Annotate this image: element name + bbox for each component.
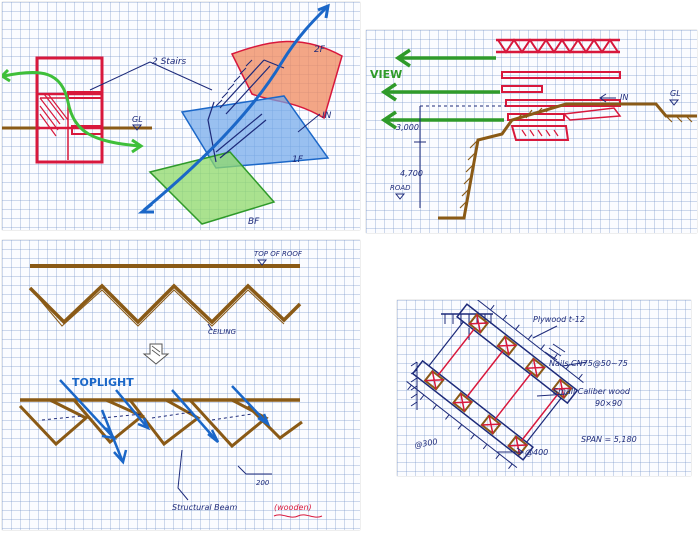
floor-levels-drawing: GL 2 Stairs 2F IN 1F BF: [2, 3, 343, 227]
dim-upper: 3,000: [396, 123, 419, 132]
flow-arrow-head-right: [131, 138, 144, 154]
structural-beams: [18, 398, 303, 449]
wood-blocks: [423, 313, 573, 456]
stair-hatch: [39, 93, 69, 137]
dim-lower: 4,700: [400, 169, 423, 178]
sketch-toplight: TOP OF ROOF CEILING TOPLIGHT: [2, 240, 360, 530]
toplight-label: TOPLIGHT: [72, 376, 134, 389]
nails-label: Nails CN75@50~75: [549, 359, 628, 368]
structural-detail-drawing: Plywood t-12 Nails CN75@50~75 Small Cali…: [406, 300, 637, 469]
dim-200: 200: [256, 479, 270, 487]
sketch-floor-levels: GL 2 Stairs 2F IN 1F BF: [2, 2, 360, 230]
wooden-label: (wooden): [274, 503, 312, 512]
gl-label: GL: [132, 115, 143, 124]
site-section-drawing: VIEW 3,000 4,700 IN GL ROAD: [370, 38, 697, 220]
in-label: IN: [620, 93, 628, 102]
stairs-label: 2 Stairs: [152, 57, 187, 67]
ceiling-zigzag: [28, 283, 302, 325]
stair-3d-treads: [215, 59, 253, 107]
flow-arrow-head-left: [2, 68, 11, 83]
ceiling-label: CEILING: [208, 328, 237, 336]
gl-label: GL: [670, 89, 681, 98]
roof-truss: [497, 38, 619, 54]
size-label: 90×90: [595, 399, 622, 408]
toplight-drawing: TOP OF ROOF CEILING TOPLIGHT: [18, 250, 323, 518]
section-slab: [67, 91, 103, 99]
label-1f: 1F: [292, 155, 304, 165]
plywood-label: Plywood t-12: [533, 315, 585, 324]
lower-floor: [510, 125, 570, 141]
terrain-line: [438, 102, 697, 220]
stair-3d-lower: [215, 113, 267, 159]
view-label: VIEW: [370, 68, 402, 81]
flow-arrow: [3, 70, 141, 148]
road-label: ROAD: [390, 184, 411, 192]
label-bf: BF: [248, 217, 260, 227]
stairs-leader: [89, 61, 213, 91]
label-in: IN: [322, 111, 332, 121]
top-of-roof-label: TOP OF ROOF: [254, 250, 303, 258]
transform-arrow: [142, 343, 170, 365]
floor-bar-2: [501, 85, 543, 93]
vertical-flow-arrow: [143, 6, 328, 212]
sketch-site-section: VIEW 3,000 4,700 IN GL ROAD: [366, 30, 697, 233]
small-caliber-label: Small Caliber wood: [553, 387, 631, 396]
label-2f: 2F: [314, 45, 326, 55]
structural-beam-label: Structural Beam: [172, 503, 237, 512]
section-box: [35, 56, 104, 164]
sketch-structural-detail: Plywood t-12 Nails CN75@50~75 Small Cali…: [397, 300, 691, 476]
section-floors: [37, 92, 102, 130]
wood-frame: [406, 300, 584, 469]
nails: [424, 314, 572, 455]
dim-300: @300: [414, 437, 438, 450]
floor-bar-1: [501, 71, 621, 79]
stair-3d: [207, 59, 285, 163]
span-label: SPAN = 5,180: [581, 435, 637, 444]
toplight-arrows: [59, 379, 271, 465]
roof-lines: [496, 38, 620, 54]
dim-400: @400: [525, 448, 548, 457]
